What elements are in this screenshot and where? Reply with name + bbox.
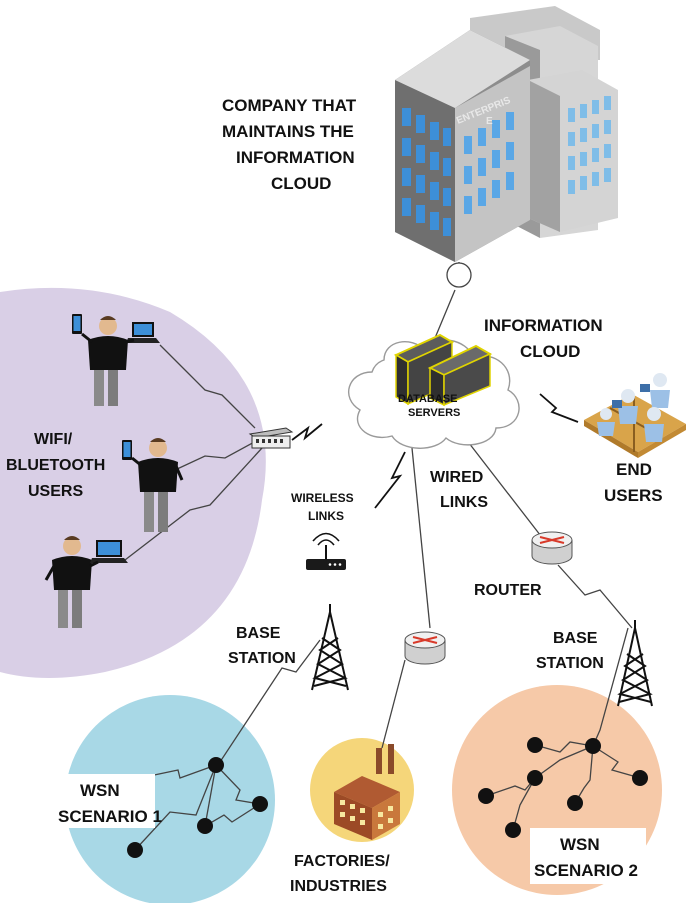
factory-icon <box>334 744 400 840</box>
building-brand-line2: E <box>486 116 493 127</box>
factories-label-line1: FACTORIES/ <box>294 853 390 870</box>
wsn1-label-box <box>55 774 155 828</box>
router-icon <box>404 631 446 665</box>
router-icon <box>531 531 573 565</box>
end-users-label-line1: END <box>616 460 652 479</box>
wireless-link-bolts <box>291 393 579 509</box>
end-users-label-line2: USERS <box>604 486 663 505</box>
wireless-links-label-line2: LINKS <box>308 509 344 523</box>
wsn1-label-line2: SCENARIO 1 <box>58 807 162 826</box>
wired-links-label-line2: LINKS <box>440 494 488 511</box>
network-switch-icon <box>248 427 294 449</box>
wsn2-label-line2: SCENARIO 2 <box>534 861 638 880</box>
database-label-line1: DATABASE <box>398 393 457 405</box>
company-label-line1: COMPANY THAT <box>222 96 357 115</box>
cloud-label-line1: INFORMATION <box>484 316 603 335</box>
cell-tower-icon <box>311 604 349 691</box>
office-workstations-icon <box>584 373 686 458</box>
wireless-router-icon <box>306 532 346 570</box>
person-with-device-icon <box>72 314 160 406</box>
wired-links-label-line1: WIRED <box>430 469 483 486</box>
router-label: ROUTER <box>474 582 542 599</box>
wsn1-label-line1: WSN <box>80 781 120 800</box>
network-links <box>124 262 641 851</box>
person-with-device-icon <box>44 536 128 628</box>
base-station-right-line2: STATION <box>536 655 604 672</box>
wifi-users-label-line1: WIFI/ <box>34 431 73 448</box>
factories-label-line2: INDUSTRIES <box>290 878 387 895</box>
wsn2-label-box <box>530 828 646 884</box>
database-label-line2: SERVERS <box>408 407 460 419</box>
wsn2-label-line1: WSN <box>560 835 600 854</box>
base-station-left-line1: BASE <box>236 625 281 642</box>
company-label-line3: INFORMATION <box>236 148 355 167</box>
connector-node <box>446 262 472 288</box>
wifi-users-label-line3: USERS <box>28 483 83 500</box>
cell-tower-icon <box>617 620 653 707</box>
company-label-line2: MAINTAINS THE <box>222 122 354 141</box>
cloud-label-line2: CLOUD <box>520 342 580 361</box>
server-rack-icon <box>393 333 493 407</box>
wsn2-sensor-nodes <box>478 737 648 838</box>
wsn1-zone <box>65 695 275 903</box>
wireless-links-label-line1: WIRELESS <box>291 491 354 505</box>
company-label-line4: CLOUD <box>271 174 331 193</box>
base-station-left-line2: STATION <box>228 650 296 667</box>
wifi-users-label-line2: BLUETOOTH <box>6 457 105 474</box>
office-building-icon: ENTERPRIS E <box>395 6 618 262</box>
wsn1-sensor-nodes <box>127 757 268 858</box>
person-with-device-icon <box>122 438 184 532</box>
base-station-right-line1: BASE <box>553 630 598 647</box>
